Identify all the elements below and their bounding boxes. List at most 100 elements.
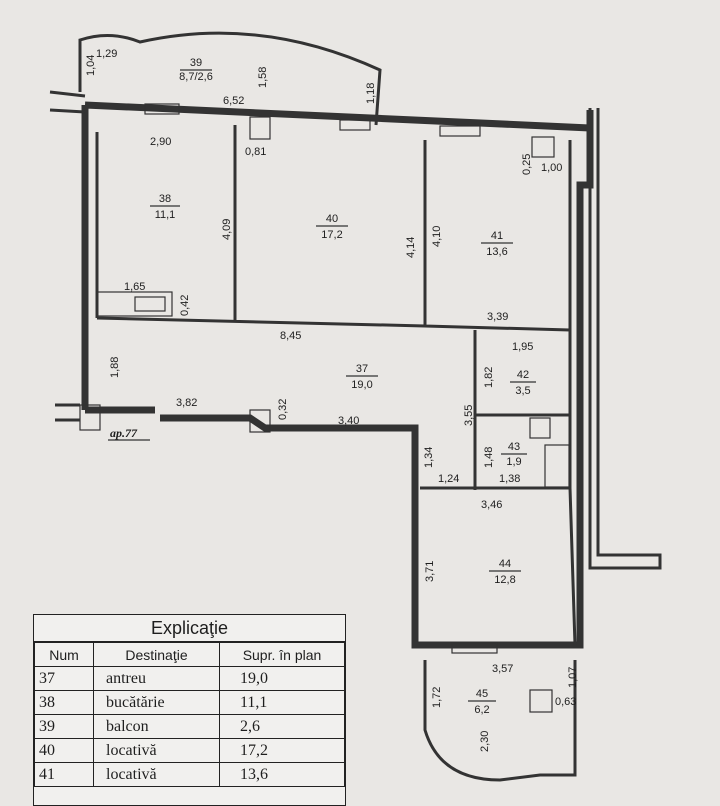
header-area: Supr. în plan: [219, 642, 345, 667]
room-39: 39 8,7/2,6: [179, 57, 213, 83]
table-row: 37 antreu 19,0: [34, 666, 345, 691]
row-destination: antreu: [93, 666, 220, 691]
dimension-label: 3,40: [338, 415, 359, 427]
dimension-label: 1,65: [124, 281, 145, 293]
row-area: 13,6: [219, 762, 345, 787]
row-area: 19,0: [219, 666, 345, 691]
column: [531, 136, 555, 158]
dimension-label: 4,09: [221, 219, 233, 240]
svg-text:11,1: 11,1: [155, 209, 176, 221]
row-num: 37: [34, 666, 94, 691]
room-40: 40 17,2: [316, 213, 348, 241]
room-45: 45 6,2: [468, 688, 496, 716]
legend-grid: Num Destinaţie Supr. în plan 37 antreu 1…: [34, 642, 345, 787]
dimension-label: 1,48: [483, 447, 495, 468]
column: [529, 689, 553, 713]
stove: [134, 296, 166, 312]
row-area: 11,1: [219, 690, 345, 715]
svg-text:42: 42: [517, 369, 529, 381]
row-num: 38: [34, 690, 94, 715]
dimension-label: 1,00: [541, 162, 562, 174]
dimension-label: 0,32: [277, 399, 289, 420]
outer-wall: [81, 101, 594, 649]
dimension-label: 1,82: [483, 367, 495, 388]
dimension-label: 3,39: [487, 311, 508, 323]
apartment-label: ap.77: [110, 426, 138, 440]
dimension-label: 0,63: [555, 696, 576, 708]
column: [529, 417, 551, 439]
legend-header-row: Num Destinaţie Supr. în plan: [34, 642, 345, 667]
column: [249, 409, 271, 433]
dimension-label: 3,82: [176, 397, 197, 409]
row-destination: bucătărie: [93, 690, 220, 715]
svg-text:39: 39: [190, 57, 202, 69]
room-37: 37 19,0: [346, 363, 378, 391]
header-destination: Destinaţie: [93, 642, 220, 667]
legend-title: Explicaţie: [34, 615, 345, 642]
dimension-label: 6,52: [223, 95, 244, 107]
dimension-label: 1,58: [257, 67, 269, 88]
window: [339, 119, 371, 131]
svg-text:12,8: 12,8: [494, 574, 515, 586]
column: [79, 404, 101, 431]
dimension-label: 4,10: [431, 226, 443, 247]
window: [439, 125, 481, 137]
dimension-label: 1,04: [85, 55, 97, 76]
dimension-label: 2,90: [150, 136, 171, 148]
svg-text:8,7/2,6: 8,7/2,6: [179, 71, 213, 83]
dimension-label: 1,24: [438, 473, 459, 485]
room-38: 38 11,1: [150, 193, 180, 221]
svg-text:44: 44: [499, 558, 511, 570]
row-num: 41: [34, 762, 94, 787]
table-row: 38 bucătărie 11,1: [34, 690, 345, 715]
room-41: 41 13,6: [481, 230, 513, 258]
room-43: 43 1,9: [501, 441, 527, 468]
room-44: 44 12,8: [489, 558, 521, 586]
svg-text:41: 41: [491, 230, 503, 242]
svg-text:40: 40: [326, 213, 338, 225]
svg-text:19,0: 19,0: [351, 379, 372, 391]
dimension-label: 4,14: [405, 237, 417, 258]
table-row: 39 balcon 2,6: [34, 714, 345, 739]
row-area: 17,2: [219, 738, 345, 763]
kitchen-counter: [96, 291, 173, 317]
table-row: 41 locativă 13,6: [34, 762, 345, 787]
svg-text:43: 43: [508, 441, 520, 453]
row-destination: balcon: [93, 714, 220, 739]
row-num: 40: [34, 738, 94, 763]
svg-text:1,9: 1,9: [506, 456, 521, 468]
dimension-label: 3,55: [463, 405, 475, 426]
column: [249, 116, 271, 140]
dimension-label: 1,18: [365, 83, 377, 104]
top-left-wall-stub: [49, 90, 86, 114]
room-42: 42 3,5: [510, 369, 536, 397]
dimension-label: 0,25: [521, 154, 533, 175]
entrance-wall: [55, 403, 80, 422]
svg-text:37: 37: [356, 363, 368, 375]
dimension-label: 3,57: [492, 663, 513, 675]
svg-text:45: 45: [476, 688, 488, 700]
dimension-label: 1,07: [567, 667, 579, 688]
header-num: Num: [34, 642, 94, 667]
right-wall: [588, 108, 662, 570]
dimension-label: 1,29: [96, 48, 117, 60]
svg-text:6,2: 6,2: [474, 704, 489, 716]
window: [144, 103, 180, 115]
svg-text:38: 38: [159, 193, 171, 205]
dimension-label: 3,71: [424, 561, 436, 582]
balcony-39-outline: [78, 31, 382, 126]
svg-text:13,6: 13,6: [486, 246, 507, 258]
dimension-label: 1,34: [423, 447, 435, 468]
row-area: 2,6: [219, 714, 345, 739]
svg-text:17,2: 17,2: [321, 229, 342, 241]
vent-shaft: [544, 444, 570, 488]
balcony-45-outline: [423, 660, 577, 782]
row-num: 39: [34, 714, 94, 739]
row-destination: locativă: [93, 762, 220, 787]
dimension-label: 0,81: [245, 146, 266, 158]
dimension-label: 8,45: [280, 330, 301, 342]
window: [451, 642, 498, 654]
table-row: 40 locativă 17,2: [34, 738, 345, 763]
interior-walls: [95, 125, 577, 646]
